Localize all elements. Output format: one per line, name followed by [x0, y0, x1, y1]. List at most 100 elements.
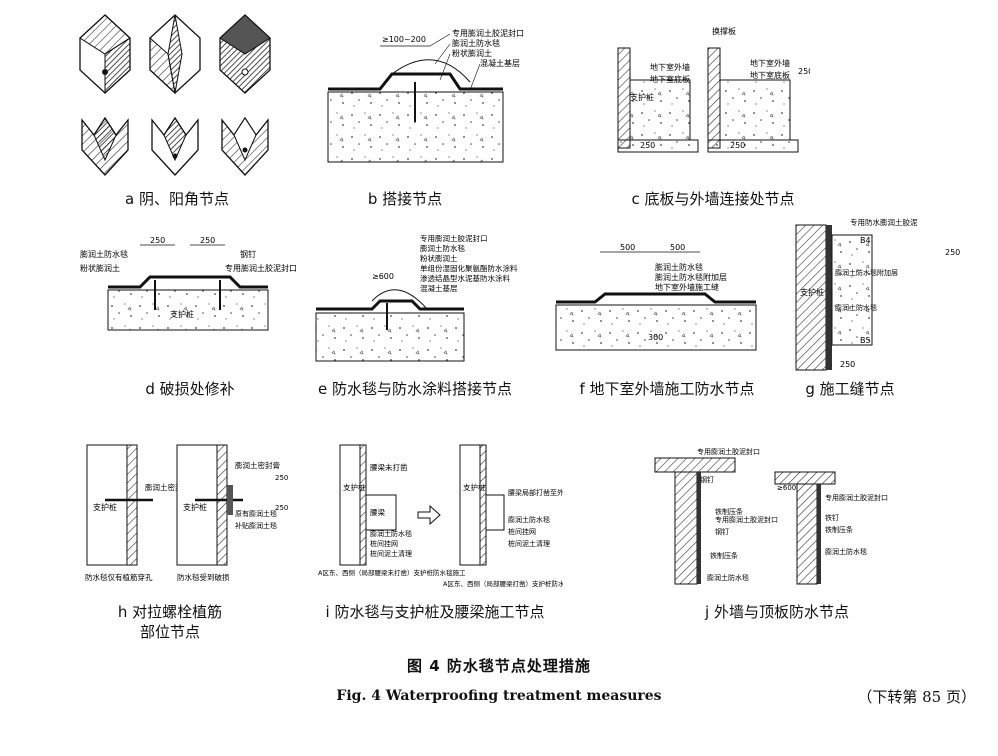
corner-node-3 [219, 14, 271, 94]
label-h-1: 膨润土密封膏 [145, 482, 190, 492]
label-i-11: 桩间泥土清理 [508, 539, 550, 548]
label-f-3: 地下室外墙施工缝 [655, 282, 719, 292]
label-e-5: 渗透结晶型水泥基防水涂料 [420, 273, 510, 283]
label-f-2: 膨润土防水毯附加层 [655, 272, 727, 282]
dim-d-2: 250 [200, 236, 215, 245]
label-h-5: 原有膨润土毯 [235, 509, 277, 518]
label-j-1: 专用膨润土胶泥封口 [697, 447, 760, 456]
figure-title-en: Fig. 4 Waterproofing treatment measures [336, 688, 662, 704]
label-g-4: 支护桩 [800, 287, 824, 297]
diagram-e: ≥600 专用膨润土胶泥封口 膨润土防水毯 粉状膨润土 单组份湿固化聚氨酯防水涂… [315, 233, 518, 362]
label-b-4: 混凝土基层 [480, 58, 520, 68]
dim-f-3: 300 [648, 333, 663, 342]
dim-j: ≥600 [777, 484, 796, 492]
figure-title-cn: 图 4 防水毯节点处理措施 [407, 657, 591, 675]
label-i-3: 腰梁 [370, 508, 385, 517]
label-f-1: 膨润土防水毯 [655, 262, 703, 272]
label-i-5: 桩间挂网 [370, 539, 398, 548]
label-j-3: 铁制压条 [715, 507, 743, 516]
dim-c-1: 250 [640, 141, 655, 150]
label-h-6: 补贴膨润土毯 [235, 521, 277, 530]
caption-i: i 防水毯与支护桩及腰梁施工节点 [325, 603, 545, 621]
dim-d-1: 250 [150, 236, 165, 245]
corner-node-6 [221, 116, 269, 176]
panel-c: 支护桩 换撑板 地下室外墙 地下室底板 地下室外墙 地下室底板 250 250 … [610, 20, 813, 160]
diagram-g: 专用防水膨润土胶泥 B4 B5 支护桩 膨润土防水毯附加层 膨润土防水毯 250… [795, 217, 960, 371]
label-c-3b: 地下室底板 [750, 70, 790, 80]
panel-a [72, 10, 282, 185]
label-i-10: 桩间挂网 [508, 527, 536, 536]
diagram-d: 250 250 膨润土防水毯 粉状膨润土 钢钉 专用膨润土胶泥封口 支护桩 [80, 236, 297, 331]
panel-i: 支护桩 腰梁未打凿 腰梁 膨润土防水毯 桩间挂网 桩间泥土清理 支护桩 腰梁局部… [318, 440, 585, 590]
dim-h-1: 250 [275, 474, 288, 482]
label-g-6: 膨润土防水毯 [835, 303, 877, 312]
label-j-4: 专用膨润土胶泥封口 [715, 515, 778, 524]
dim-h-2: 250 [275, 504, 288, 512]
caption-f: f 地下室外墙施工防水节点 [579, 380, 755, 398]
dim-b: ≥100~200 [382, 35, 426, 44]
label-d-4: 专用膨润土胶泥封口 [225, 263, 297, 273]
label-g-1: 专用防水膨润土胶泥 [850, 217, 918, 227]
panel-f: 500 500 300 膨润土防水毯 膨润土防水毯附加层 地下室外墙施工缝 [550, 240, 760, 355]
panel-d: 250 250 膨润土防水毯 粉状膨润土 钢钉 专用膨润土胶泥封口 支护桩 [80, 235, 300, 355]
label-d-5: 支护桩 [170, 309, 194, 319]
dim-c-3: 250 [798, 67, 810, 76]
label-g-2: B4 [860, 236, 871, 245]
label-j-10: 铁制压条 [825, 525, 853, 534]
label-h-3: 支护桩 [93, 502, 117, 512]
caption-e: e 防水毯与防水涂料搭接节点 [318, 380, 512, 398]
label-i-6: 桩间泥土清理 [370, 549, 412, 558]
corner-node-4 [81, 116, 129, 176]
label-j-11: 膨润土防水毯 [825, 547, 867, 556]
diagram-b: ≥100~200 专用膨润土胶泥封口 膨润土防水毯 粉状膨润土 混凝土基层 [327, 28, 524, 163]
label-d-1: 膨润土防水毯 [80, 249, 128, 259]
panel-h: 膨润土密封膏 支护桩 防水毯仅有植筋穿孔 膨润土密封膏 支护桩 原有膨润土毯 补… [85, 440, 300, 585]
dim-g-2: 250 [840, 360, 855, 369]
dim-g-1: 250 [945, 248, 960, 257]
dim-f-1: 500 [620, 243, 635, 252]
diagram-j: 专用膨润土胶泥封口 钢钉 铁制压条 专用膨润土胶泥封口 钢钉 铁制压条 膨润土防… [654, 447, 888, 585]
diagram-i: 支护桩 腰梁未打凿 腰梁 膨润土防水毯 桩间挂网 桩间泥土清理 支护桩 腰梁局部… [318, 444, 585, 588]
label-i-7: 腰梁局部打凿至外墙边线 [508, 488, 563, 497]
caption-d: d 破损处修补 [145, 380, 235, 398]
label-h-7: 防水毯仅有植筋穿孔 [85, 572, 153, 582]
panel-e: ≥600 专用膨润土胶泥封口 膨润土防水毯 粉状膨润土 单组份湿固化聚氨酯防水涂… [312, 233, 557, 365]
label-c-2: 地下室外墙 [650, 62, 690, 72]
diagram-a [79, 14, 271, 176]
diagram-f: 500 500 300 膨润土防水毯 膨润土防水毯附加层 地下室外墙施工缝 [555, 243, 757, 351]
label-d-3: 钢钉 [240, 249, 256, 259]
label-j-9: 铁钉 [825, 513, 839, 522]
label-c-1: 换撑板 [712, 26, 736, 36]
diagram-c: 支护桩 换撑板 地下室外墙 地下室底板 地下室外墙 地下室底板 250 250 … [617, 26, 813, 153]
diagram-h: 膨润土密封膏 支护桩 防水毯仅有植筋穿孔 膨润土密封膏 支护桩 原有膨润土毯 补… [85, 444, 288, 582]
label-b-2: 膨润土防水毯 [452, 38, 500, 48]
label-i-13: A区东、西侧（局部腰梁打凿）支护桩防水毯施工 [443, 579, 563, 588]
label-g-5: 膨润土防水毯附加层 [835, 268, 898, 277]
label-c-2b: 地下室外墙 [750, 58, 790, 68]
label-h-4: 支护桩 [183, 502, 207, 512]
label-h-8: 防水毯受到破损 [177, 572, 230, 582]
label-d-2: 粉状膨润土 [80, 263, 120, 273]
panel-g: 专用防水膨润土胶泥 B4 B5 支护桩 膨润土防水毯附加层 膨润土防水毯 250… [790, 215, 990, 375]
dim-c-2: 250 [730, 141, 745, 150]
panel-b: ≥100~200 专用膨润土胶泥封口 膨润土防水毯 粉状膨润土 混凝土基层 [320, 22, 560, 172]
label-h-2: 膨润土密封膏 [235, 460, 280, 470]
caption-c: c 底板与外墙连接处节点 [631, 190, 795, 208]
caption-h-2: 部位节点 [139, 623, 200, 641]
caption-h-1: h 对拉螺栓植筋 [117, 603, 223, 621]
corner-node-1 [79, 14, 131, 95]
label-c-3: 地下室底板 [650, 74, 690, 84]
label-e-3: 粉状膨润土 [420, 253, 458, 263]
label-g-3: B5 [860, 336, 871, 345]
panel-j: 专用膨润土胶泥封口 钢钉 铁制压条 专用膨润土胶泥封口 钢钉 铁制压条 膨润土防… [645, 440, 895, 590]
label-b-3: 粉状膨润土 [452, 48, 492, 58]
label-c-4: 支护桩 [630, 92, 654, 102]
label-j-5: 钢钉 [715, 527, 729, 536]
corner-node-2 [149, 14, 201, 95]
label-b-1: 专用膨润土胶泥封口 [452, 28, 524, 38]
caption-b: b 搭接节点 [367, 190, 443, 208]
label-i-12: A区东、西侧（局部腰梁未打凿）支护桩防水毯施工 [318, 568, 466, 577]
label-i-1: 腰梁未打凿 [370, 462, 408, 472]
label-e-1: 专用膨润土胶泥封口 [420, 235, 488, 243]
caption-g: g 施工缝节点 [805, 380, 895, 398]
